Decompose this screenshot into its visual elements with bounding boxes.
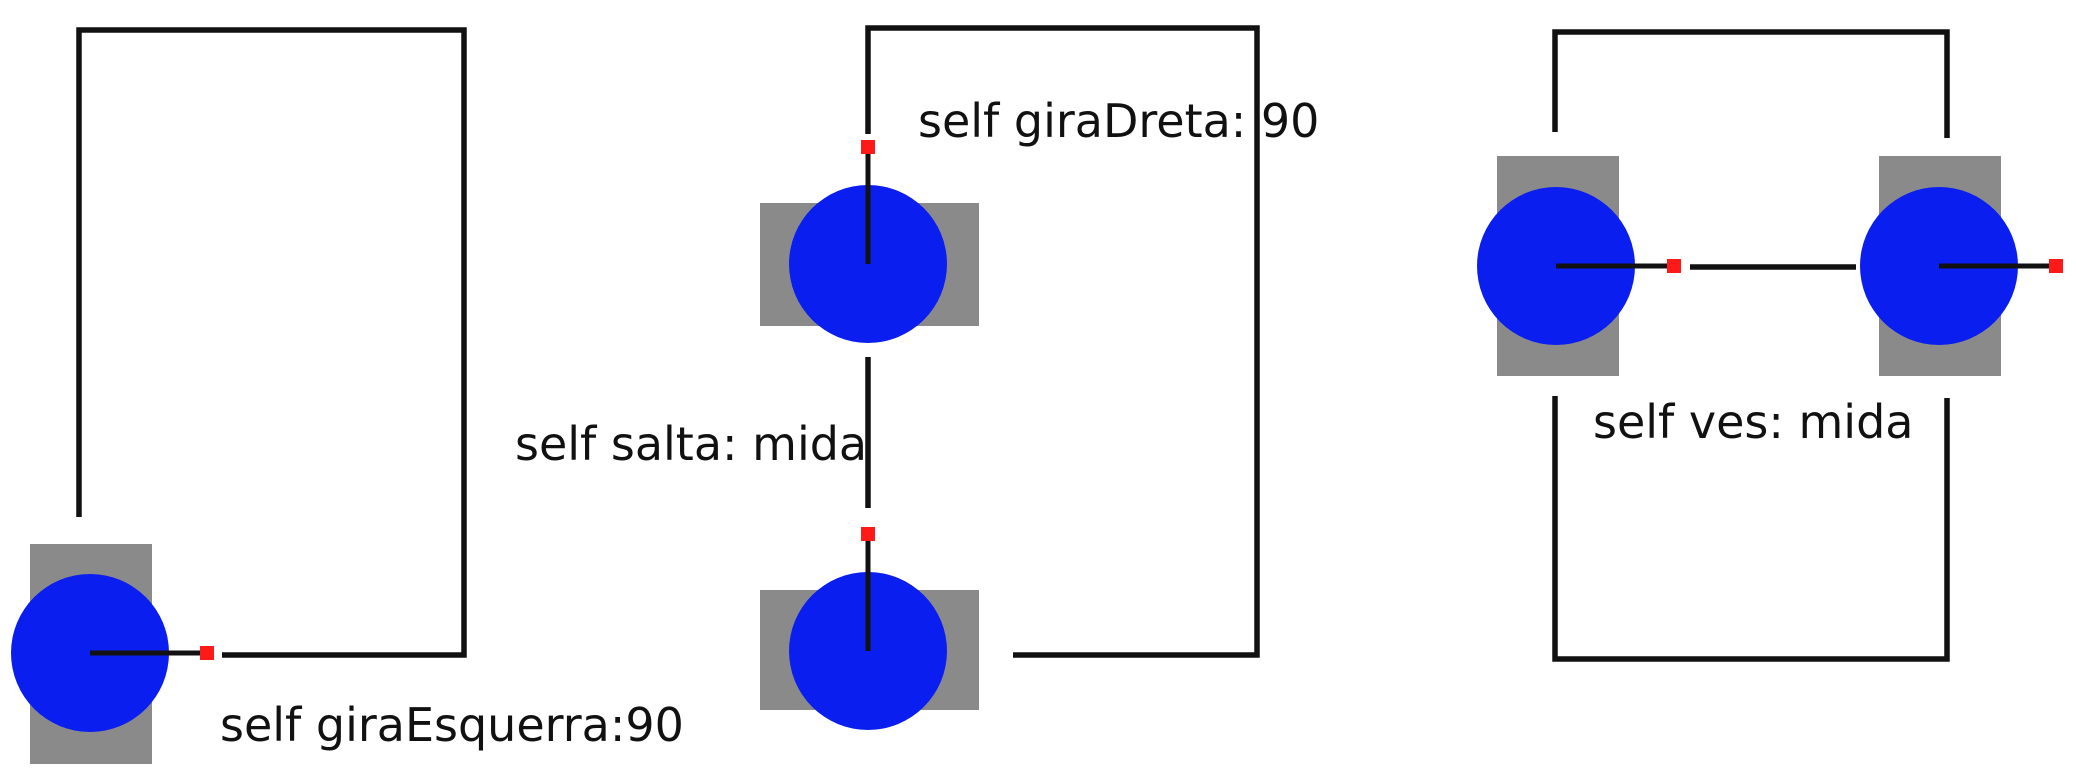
panel-goto: self ves: mida xyxy=(1477,29,2063,662)
path-lower-bracket xyxy=(1552,396,1950,662)
robot-pen-tip xyxy=(2049,259,2063,273)
robot-bottom xyxy=(760,527,979,730)
robot-right xyxy=(1860,156,2063,376)
path-rectangle-top xyxy=(865,25,1260,658)
turn-left-label: self giraEsquerra:90 xyxy=(220,698,684,752)
robot-pen-tip xyxy=(861,527,875,541)
path-upper-bracket xyxy=(1552,29,1950,138)
robot-left xyxy=(1477,156,1681,376)
robot-pen-tip xyxy=(861,140,875,154)
robot-top xyxy=(760,140,979,343)
panel-turn-left: self giraEsquerra:90 xyxy=(11,27,684,764)
goto-label: self ves: mida xyxy=(1593,395,1913,449)
panel-turn-right-jump: self giraDreta: 90 self salta: mida xyxy=(515,25,1319,730)
robot xyxy=(11,544,214,764)
jump-label: self salta: mida xyxy=(515,417,867,471)
turn-right-label: self giraDreta: 90 xyxy=(918,94,1319,148)
path-rectangle xyxy=(76,27,467,658)
robot-pen-tip xyxy=(200,646,214,660)
robot-pen-tip xyxy=(1667,259,1681,273)
